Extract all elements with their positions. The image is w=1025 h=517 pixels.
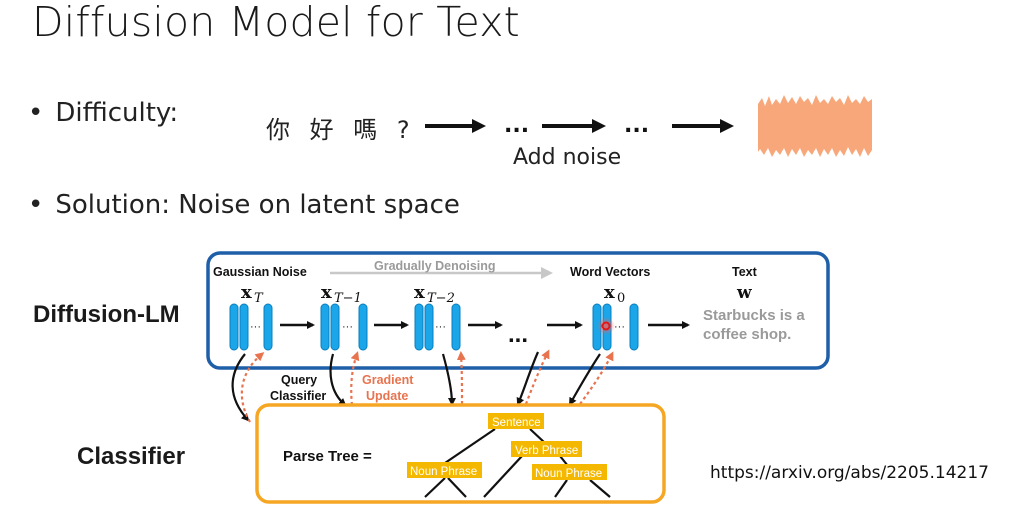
w-label: w	[736, 283, 752, 303]
classifier-label: Classifier	[77, 443, 185, 470]
gradient-arrow-3	[456, 351, 466, 405]
gradient-arrow-2	[350, 351, 360, 406]
gradient-arrow-4	[524, 349, 550, 405]
add-noise-label: Add noise	[513, 145, 622, 170]
bullet-solution: • Solution: Noise on latent space	[28, 190, 460, 220]
x-0-label: x	[604, 282, 615, 303]
noise-ellipsis-2: ...	[624, 113, 649, 138]
gradient-update-line-2: Update	[366, 389, 408, 403]
vector-dots: ···	[614, 321, 625, 333]
x-0-subscript: 0	[617, 291, 625, 306]
node-noun-phrase-left-label: Noun Phrase	[410, 466, 477, 478]
bullet-dot: •	[28, 190, 44, 220]
vector-dots: ···	[250, 321, 261, 333]
gradient-arrow-5	[579, 351, 614, 405]
gradually-denoising-label: Gradually Denoising	[374, 259, 496, 273]
slide-title: Diffusion Model for Text	[32, 0, 520, 46]
query-arrow-2	[329, 353, 347, 407]
node-sentence: Sentence	[488, 413, 544, 429]
node-noun-phrase-left: Noun Phrase	[407, 462, 482, 478]
query-classifier-line-2: Classifier	[270, 389, 326, 403]
chinese-sentence: 你 好 嗎 ?	[266, 116, 416, 144]
vectors-x-t2	[414, 303, 461, 351]
query-arrow-4	[516, 351, 540, 406]
query-arrow-1	[231, 353, 250, 422]
x-t-label: x	[241, 282, 252, 303]
x-t1-label: x	[321, 282, 332, 303]
text-header-label: Text	[732, 265, 758, 279]
node-noun-phrase-right-label: Noun Phrase	[535, 468, 602, 480]
gaussian-noise-label: Gaussian Noise	[213, 265, 307, 279]
node-verb-phrase: Verb Phrase	[511, 441, 582, 457]
bullet-difficulty: • Difficulty:	[28, 98, 178, 128]
word-vectors-label: Word Vectors	[570, 265, 650, 279]
parse-tree-edges	[424, 428, 611, 498]
query-classifier-line-1: Query	[281, 373, 317, 387]
parse-tree-label: Parse Tree =	[283, 448, 372, 465]
vectors-x-t1	[320, 303, 368, 351]
highlight-point	[601, 321, 611, 331]
noise-image	[758, 95, 872, 157]
output-text-line-2: coffee shop.	[703, 326, 791, 343]
vector-dots: ···	[342, 321, 353, 333]
vectors-x-t	[229, 303, 273, 351]
diffusion-lm-box	[206, 251, 830, 370]
diffusion-lm-label: Diffusion-LM	[33, 301, 180, 328]
query-arrow-3	[441, 353, 456, 406]
x-t2-subscript: T−2	[427, 291, 455, 306]
node-sentence-label: Sentence	[492, 417, 541, 429]
classifier-box	[255, 403, 666, 504]
chain-ellipsis: ...	[508, 321, 528, 348]
gradient-update-line-1: Gradient	[362, 373, 414, 387]
bullet-dot: •	[28, 98, 44, 128]
gradient-arrow-1	[240, 352, 265, 423]
x-t-subscript: T	[254, 291, 264, 306]
vector-dots: ···	[435, 321, 446, 333]
node-noun-phrase-right: Noun Phrase	[532, 464, 607, 480]
x-t2-label: x	[414, 282, 425, 303]
output-text-line-1: Starbucks is a	[703, 307, 805, 324]
noise-process-row: ... ...	[425, 95, 872, 157]
paper-url: https://arxiv.org/abs/2205.14217	[710, 463, 989, 483]
query-arrow-5	[569, 353, 601, 406]
bullet-solution-label: Solution: Noise on latent space	[55, 190, 460, 220]
node-verb-phrase-label: Verb Phrase	[515, 445, 578, 457]
x-t1-subscript: T−1	[334, 291, 362, 306]
noise-ellipsis-1: ...	[504, 113, 529, 138]
highlight-glow	[597, 317, 615, 335]
bullet-difficulty-label: Difficulty:	[55, 98, 179, 128]
